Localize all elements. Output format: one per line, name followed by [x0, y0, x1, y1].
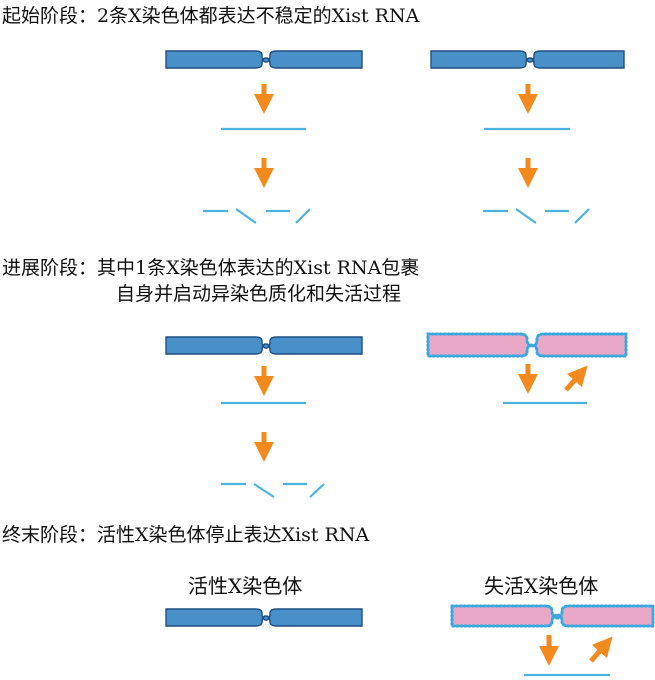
- active-x-label: 活性X染色体: [188, 574, 303, 598]
- stage1-title: 起始阶段：2条X染色体都表达不稳定的Xist RNA: [2, 5, 420, 27]
- chromosome-inactive-stage3: [450, 604, 655, 628]
- chromosome-coated-stage2: [426, 332, 628, 358]
- degraded-rna-right: [483, 208, 590, 224]
- degraded-rna-stage2: [221, 482, 325, 498]
- chromosome-active-stage3: [165, 608, 363, 627]
- stage2-title-line2: 自身并启动异染色质化和失活过程: [116, 283, 402, 305]
- inactive-x-label: 失活X染色体: [484, 574, 599, 598]
- chromosome-right-stage1: [430, 50, 625, 69]
- chromosome-left-stage1: [165, 50, 363, 69]
- arrow-up-right-icon: [564, 365, 588, 392]
- stage3-title: 终末阶段：活性X染色体停止表达Xist RNA: [2, 524, 370, 546]
- arrow-up-right-icon: [589, 636, 613, 663]
- chromosome-active-stage2: [165, 336, 363, 355]
- stage2-title-line1: 进展阶段：其中1条X染色体表达的Xist RNA包裹: [2, 257, 420, 279]
- degraded-rna-left: [203, 208, 311, 224]
